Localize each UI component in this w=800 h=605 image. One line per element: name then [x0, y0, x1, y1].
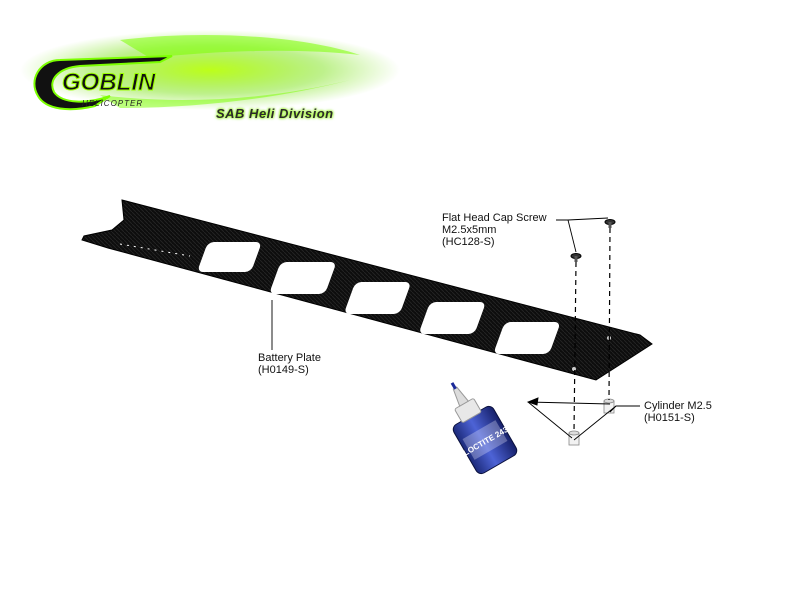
logo-sub-text: HELICOPTER [82, 99, 143, 108]
logo-swoosh-icon [33, 55, 173, 111]
screw-name: Flat Head Cap Screw [442, 212, 547, 224]
goblin-logo: GOBLIN HELICOPTER [20, 30, 400, 111]
division-title: SAB Heli Division [216, 106, 334, 121]
plate-label: Battery Plate (H0149-S) [258, 352, 321, 376]
cylinder-label: Cylinder M2.5 (H0151-S) [644, 400, 712, 424]
plate-name: Battery Plate [258, 352, 321, 364]
plate-code: (H0149-S) [258, 364, 309, 376]
assembly-guide-lines [573, 227, 611, 433]
loctite-bottle-icon: LOCTITE 243 [450, 382, 518, 475]
cylinder-spacer-icon [568, 430, 580, 446]
leader-lines [271, 217, 640, 441]
cylinder-code: (H0151-S) [644, 412, 695, 424]
screw-size: M2.5x5mm [442, 224, 497, 236]
screw-code: (HC128-S) [442, 236, 495, 248]
flat-head-screw-icon [604, 219, 616, 228]
flat-head-screw-icon [570, 253, 582, 262]
screw-label: Flat Head Cap Screw M2.5x5mm (HC128-S) [442, 212, 547, 248]
cylinder-spacer-icon [603, 398, 615, 414]
cylinder-name: Cylinder M2.5 [644, 400, 712, 412]
battery-plate [81, 199, 653, 381]
logo-brand-text: GOBLIN [62, 69, 156, 96]
